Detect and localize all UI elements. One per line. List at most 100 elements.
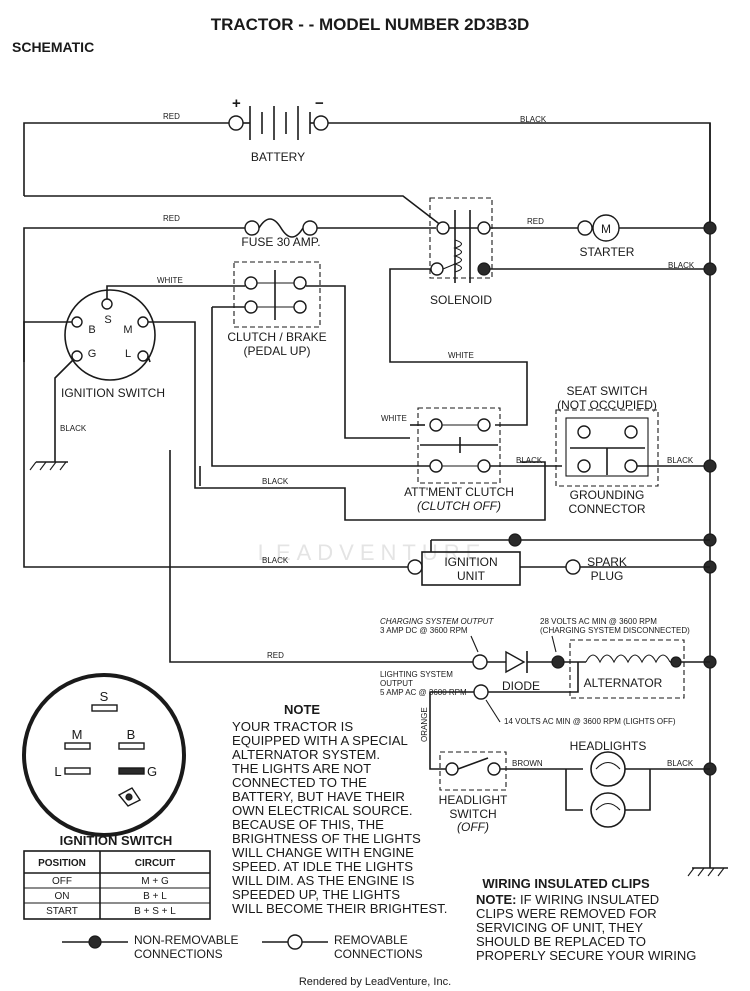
wire-label-black-attment: BLACK (262, 477, 289, 486)
ign-table-title: IGNITION SWITCH (60, 833, 173, 848)
footer-credit: Rendered by LeadVenture, Inc. (299, 976, 451, 988)
ign-label-s: S (104, 314, 111, 326)
starter-motor: M STARTER RED (490, 214, 710, 259)
legend-removable-marker (287, 934, 303, 950)
solenoid: SOLENOID (429, 197, 493, 307)
clips-note-label: NOTE: (476, 892, 516, 907)
face-slot-s (91, 704, 118, 712)
seat-switch: SEAT SWITCH (NOT OCCUPIED) GROUNDING CON… (555, 384, 659, 516)
face-label-l: L (54, 764, 61, 779)
ign-terminal-m (137, 316, 149, 328)
ignition-unit: IGNITION UNIT SPARK PLUG (407, 551, 710, 586)
note-line: BATTERY, BUT HAVE THEIR (232, 789, 405, 804)
attachment-clutch-switch: ATT'MENT CLUTCH (CLUTCH OFF) (404, 407, 514, 513)
ignition-table: POSITION CIRCUIT OFF M + G ON B + L STAR… (23, 850, 211, 920)
note-line: EQUIPPED WITH A SPECIAL (232, 733, 408, 748)
note-heading: NOTE (284, 702, 320, 717)
attment-sublabel: (CLUTCH OFF) (417, 499, 501, 513)
face-slot-m (64, 742, 91, 750)
headlights: HEADLIGHTS BLACK (565, 739, 710, 828)
battery-positive-terminal (228, 115, 244, 131)
note-line: BECAUSE OF THIS, THE (232, 817, 384, 832)
note-line: ALTERNATOR SYSTEM. (232, 747, 380, 762)
wire-label-black-headlights: BLACK (667, 759, 694, 768)
battery-minus-sign: − (315, 95, 324, 112)
ground-symbol-left (29, 461, 68, 471)
ign-table-cell: START (46, 906, 78, 917)
note-line: WILL BECOME THEIR BRIGHTEST. (232, 901, 447, 916)
wire-label-black-seat-right: BLACK (667, 456, 694, 465)
lights-off-value: 14 VOLTS AC MIN @ 3600 RPM (LIGHTS OFF) (504, 717, 676, 726)
headlights-label: HEADLIGHTS (570, 739, 647, 753)
clips-line: IF WIRING INSULATED (520, 892, 659, 907)
lighting-output-label: LIGHTING SYSTEM (380, 670, 453, 679)
lighting-output-value: 5 AMP AC @ 3600 RPM (380, 688, 467, 697)
clutch-brake-terminal-3 (244, 300, 258, 314)
pointer-lights-off (485, 699, 501, 723)
ignition-switch: S B M G L IGNITION SWITCH (61, 289, 165, 400)
ign-table-cell: B + L (143, 891, 167, 902)
alternator: ALTERNATOR (488, 639, 710, 699)
wire-label-white-mid: WHITE (448, 351, 474, 360)
clips-note: WIRING INSULATED CLIPS NOTE: IF WIRING I… (476, 876, 696, 963)
clutch-brake-terminal-1 (244, 276, 258, 290)
face-slot-g (118, 767, 145, 775)
face-label-m: M (72, 727, 83, 742)
plug-label: PLUG (591, 569, 624, 583)
wire-orange (429, 691, 474, 770)
diode: DIODE (487, 650, 552, 693)
wire-label-white-attment: WHITE (381, 414, 407, 423)
ground-symbol-right (687, 867, 728, 877)
wire-label-red-starter: RED (527, 217, 544, 226)
spark-label: SPARK (587, 555, 627, 569)
ign-terminal-b (71, 316, 83, 328)
ign-table-cell: M + G (141, 876, 169, 887)
wire-g-ground (54, 359, 74, 462)
wire-fuse-to-b (23, 321, 72, 362)
wire-label-white-top: WHITE (157, 276, 183, 285)
wire-red-battery-solenoid (24, 195, 443, 227)
seat-switch-sublabel: (NOT OCCUPIED) (557, 398, 657, 412)
ignition-unit-sublabel: UNIT (457, 569, 486, 583)
wire-white-s-to-clutch (106, 285, 245, 299)
clutch-brake-sublabel: (PEDAL UP) (244, 344, 311, 358)
face-slot-l (64, 767, 91, 775)
wire-white-solenoid-attment (389, 268, 528, 426)
clutch-brake-terminal-2 (293, 276, 307, 290)
headlight-switch-terminal-1 (445, 762, 459, 776)
attment-terminal-3 (429, 459, 443, 473)
pointer-charging (470, 635, 479, 653)
wire-label-brown: BROWN (512, 759, 543, 768)
battery-label: BATTERY (251, 150, 305, 164)
clutch-brake-label: CLUTCH / BRAKE (227, 330, 326, 344)
charging-output-terminal (472, 654, 488, 670)
seat-terminal-4 (624, 459, 638, 473)
fuse: FUSE 30 AMP. RED (23, 214, 436, 362)
ign-terminal-l (137, 350, 149, 362)
wire-red-charging (169, 450, 473, 663)
ign-terminal-g (71, 350, 83, 362)
diode-label: DIODE (502, 679, 540, 693)
ign-table-cell: OFF (52, 876, 72, 887)
charging-ac-note: (CHARGING SYSTEM DISCONNECTED) (540, 626, 690, 635)
fuse-terminal-left (244, 220, 260, 236)
note-line: YOUR TRACTOR IS (232, 719, 353, 734)
ign-label-l: L (125, 348, 131, 360)
wire-label-orange: ORANGE (420, 707, 429, 742)
ground-node-solenoid (703, 262, 717, 276)
note-block: NOTE YOUR TRACTOR IS EQUIPPED WITH A SPE… (232, 702, 447, 916)
charging-output-label: CHARGING SYSTEM OUTPUT (380, 617, 494, 626)
ignition-unit-label: IGNITION (444, 555, 497, 569)
note-line: OWN ELECTRICAL SOURCE. (232, 803, 413, 818)
attment-terminal-2 (477, 418, 491, 432)
connector-label: CONNECTOR (568, 502, 645, 516)
seat-terminal-1 (577, 425, 591, 439)
alternator-label: ALTERNATOR (584, 676, 663, 690)
headlight-switch-state: (OFF) (457, 820, 489, 834)
ign-table-cell: B + S + L (134, 906, 176, 917)
ign-label-b: B (88, 324, 95, 336)
face-label-b: B (127, 727, 136, 742)
seat-terminal-3 (577, 459, 591, 473)
wire-label-black: BLACK (520, 115, 547, 124)
